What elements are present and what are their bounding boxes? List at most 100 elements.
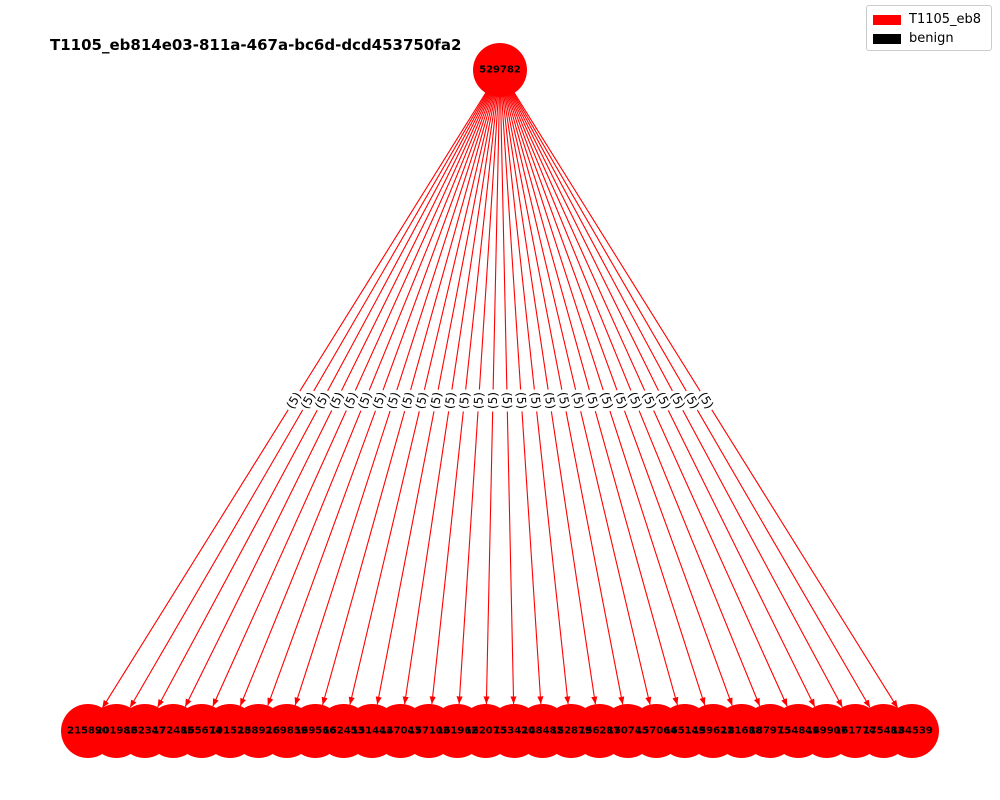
edge-label-bg	[624, 387, 646, 414]
edge-label: (5)	[568, 388, 588, 413]
child-node[interactable]	[885, 704, 939, 758]
edge-label-text: (5)	[370, 390, 389, 411]
child-node-label: 169566	[294, 726, 336, 737]
edge-label: (5)	[441, 388, 459, 413]
edge-label-text: (5)	[528, 391, 544, 409]
edge-label-bg	[368, 387, 390, 414]
edge-label-bg	[311, 387, 334, 414]
edge-label-bg	[470, 389, 487, 412]
edge-label-bg	[485, 389, 501, 412]
root-node-label: 529782	[479, 65, 521, 76]
edge-label-text: (5)	[514, 392, 529, 410]
edge-label: (5)	[554, 388, 573, 413]
child-node-label: 147047	[380, 726, 422, 737]
edge-label: (5)	[485, 389, 501, 412]
edge-label-bg	[339, 387, 362, 414]
edge-label-text: (5)	[569, 391, 587, 411]
edge-labels: (5)(5)(5)(5)(5)(5)(5)(5)(5)(5)(5)(5)(5)(…	[282, 387, 718, 414]
edge-label-text: (5)	[597, 390, 616, 410]
edge-label-bg	[383, 387, 404, 414]
graph-title: T1105_eb814e03-811a-467a-bc6d-dcd453750f…	[50, 36, 462, 54]
child-node-label: 162453	[323, 726, 365, 737]
child-node-label: 175483	[863, 726, 905, 737]
child-node-label: 148482	[522, 726, 564, 737]
child-node-label: 184539	[891, 726, 933, 737]
edge-label-text: (5)	[457, 391, 473, 409]
edge-label-text: (5)	[442, 391, 458, 410]
edge-label-bg	[354, 387, 376, 414]
legend-item-technique: T1105_eb8	[873, 10, 985, 29]
child-node-label: 172485	[152, 726, 194, 737]
edge-label-text: (5)	[399, 390, 417, 410]
edge-label-bg	[499, 389, 515, 412]
edge-label-bg	[427, 388, 446, 413]
edge-label-bg	[412, 388, 432, 413]
edge-label-bg	[527, 388, 544, 413]
child-node-label: 149907	[806, 726, 848, 737]
nodes: 5297822158902019881623471724851656741915…	[61, 43, 939, 758]
edge-label-bg	[666, 387, 689, 414]
edge-label: (5)	[397, 388, 418, 413]
edge-label-text: (5)	[471, 392, 486, 410]
edge-label: (5)	[541, 388, 559, 413]
legend: T1105_eb8 benign	[866, 5, 992, 51]
root-node[interactable]	[473, 43, 527, 97]
child-node-label: 201988	[96, 726, 138, 737]
edge-label-text: (5)	[583, 390, 601, 410]
edge-label-bg	[610, 387, 632, 414]
child-node-label: 157103	[408, 726, 450, 737]
edge-label: (5)	[456, 388, 473, 413]
edge-label: (5)	[383, 387, 404, 414]
edge-label-text: (5)	[486, 392, 500, 409]
edge-label-text: (5)	[384, 390, 403, 410]
edge-label-bg	[694, 387, 718, 414]
edge-label: (5)	[499, 389, 515, 412]
edge-label-text: (5)	[500, 392, 514, 409]
edge-label: (5)	[427, 388, 446, 413]
edge-label-bg	[638, 387, 661, 414]
edge-label-bg	[456, 388, 473, 413]
child-node-label: 156287	[579, 726, 621, 737]
child-node-label: 181688	[721, 726, 763, 737]
child-node-label: 215890	[67, 726, 109, 737]
edge-label-bg	[541, 388, 559, 413]
edge-label-bg	[554, 388, 573, 413]
legend-swatch-technique	[873, 14, 901, 25]
edge-label-text: (5)	[542, 391, 558, 410]
edge-label: (5)	[412, 388, 432, 413]
edge-label-bg	[652, 387, 675, 414]
child-node-label: 187975	[749, 726, 791, 737]
edge-label-bg	[325, 387, 348, 414]
edge-label-bg	[441, 388, 459, 413]
child-node-label: 154849	[777, 726, 819, 737]
child-node-label: 165149	[664, 726, 706, 737]
edge-label-bg	[296, 387, 320, 414]
child-node-label: 152879	[550, 726, 592, 737]
edge-label: (5)	[513, 389, 530, 412]
edge-label-bg	[680, 387, 704, 414]
child-node-label: 151443	[351, 726, 393, 737]
child-node-label: 191528	[209, 726, 251, 737]
child-node-label: 153420	[493, 726, 535, 737]
child-node-label: 158926	[238, 726, 280, 737]
edge-label-text: (5)	[555, 391, 572, 410]
legend-label-benign: benign	[909, 31, 954, 46]
child-node-label: 157064	[635, 726, 677, 737]
edge-label-bg	[513, 389, 530, 412]
edge-label-bg	[397, 388, 418, 413]
edge-label-text: (5)	[413, 391, 431, 411]
child-node-label: 162347	[124, 726, 166, 737]
child-node-label: 159621	[692, 726, 734, 737]
child-node-label: 161962	[437, 726, 479, 737]
edge-label-text: (5)	[428, 391, 445, 410]
child-node-label: 161774	[834, 726, 876, 737]
legend-swatch-benign	[873, 33, 901, 44]
child-node-label: 169859	[266, 726, 308, 737]
child-node-label: 162075	[465, 726, 507, 737]
edge-label-bg	[282, 387, 306, 414]
edge-label: (5)	[470, 389, 487, 412]
legend-label-technique: T1105_eb8	[909, 12, 982, 27]
edge-label-bg	[568, 388, 588, 413]
legend-item-benign: benign	[873, 29, 985, 48]
edge-label: (5)	[368, 387, 390, 414]
